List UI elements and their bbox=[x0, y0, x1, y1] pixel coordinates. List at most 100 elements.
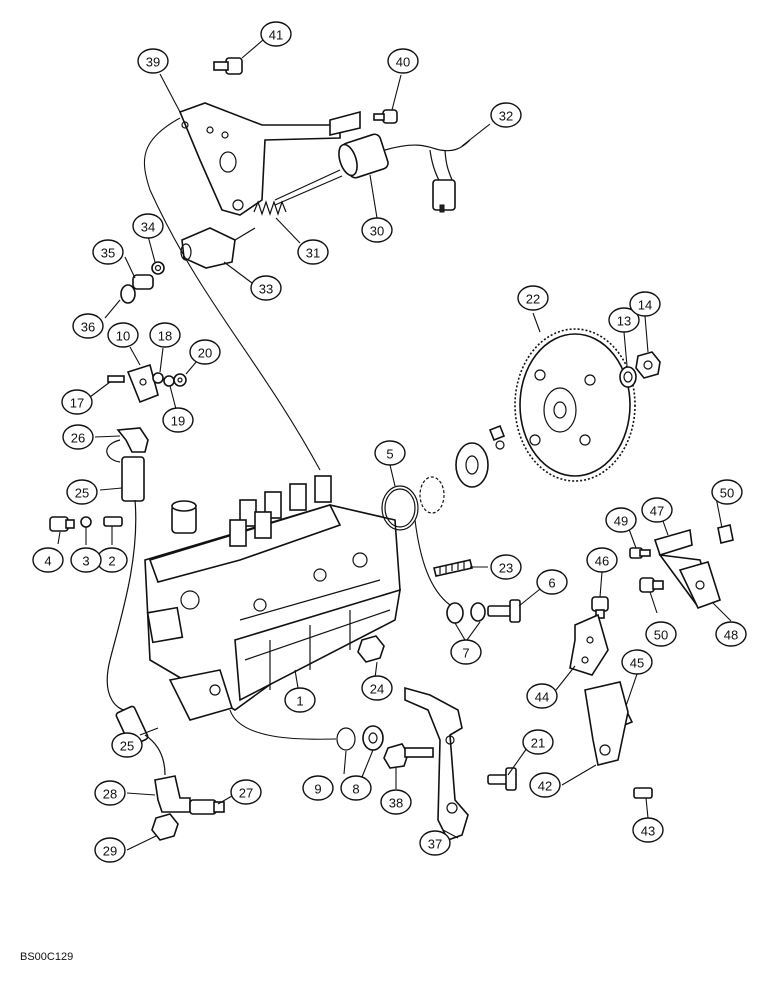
part-25-lower-line bbox=[106, 499, 166, 776]
callout-number: 39 bbox=[146, 55, 160, 70]
callout-3: 3 bbox=[70, 547, 102, 573]
callout-bubble bbox=[608, 307, 640, 333]
callout-number: 24 bbox=[370, 682, 384, 697]
callout-bubble bbox=[66, 479, 98, 505]
callout-39: 39 bbox=[137, 48, 169, 74]
callout-24: 24 bbox=[361, 675, 393, 701]
callout-23: 23 bbox=[490, 554, 522, 580]
callout-41: 41 bbox=[260, 21, 292, 47]
callout-bubble bbox=[621, 649, 653, 675]
part-33-clevis bbox=[180, 227, 256, 269]
callout-number: 9 bbox=[314, 782, 321, 797]
callout-number: 7 bbox=[462, 646, 469, 661]
part-5-oring bbox=[381, 485, 419, 531]
callout-number: 1 bbox=[296, 694, 303, 709]
callout-bubble bbox=[490, 102, 522, 128]
part-50-bolt-lower bbox=[639, 577, 664, 593]
callout-number: 19 bbox=[171, 414, 185, 429]
part-1-injection-pump bbox=[144, 475, 402, 721]
callout-number: 2 bbox=[108, 554, 115, 569]
callout-number: 28 bbox=[103, 787, 117, 802]
callout-26: 26 bbox=[62, 424, 94, 450]
callout-bubble bbox=[284, 687, 316, 713]
callout-bubble bbox=[641, 497, 673, 523]
part-8-washer bbox=[362, 725, 384, 751]
callout-number: 25 bbox=[75, 486, 89, 501]
part-22-drive-gear bbox=[514, 328, 636, 482]
callout-8: 8 bbox=[340, 775, 372, 801]
callout-25a: 25 bbox=[66, 479, 98, 505]
callout-44: 44 bbox=[526, 683, 558, 709]
callout-bubble bbox=[72, 313, 104, 339]
callout-number: 45 bbox=[630, 656, 644, 671]
callout-number: 14 bbox=[638, 298, 652, 313]
callout-number: 20 bbox=[198, 346, 212, 361]
callout-21: 21 bbox=[522, 729, 554, 755]
callout-number: 29 bbox=[103, 844, 117, 859]
callout-number: 43 bbox=[641, 824, 655, 839]
callout-bubble bbox=[536, 569, 568, 595]
callout-bubble bbox=[586, 547, 618, 573]
callout-10: 10 bbox=[107, 322, 139, 348]
part-32-connector bbox=[384, 139, 471, 213]
callout-bubble bbox=[526, 683, 558, 709]
part-43-screw bbox=[633, 787, 653, 799]
leader-lines bbox=[57, 39, 732, 851]
callout-number: 30 bbox=[370, 224, 384, 239]
callout-45: 45 bbox=[621, 649, 653, 675]
callout-50a: 50 bbox=[711, 479, 743, 505]
callout-number: 5 bbox=[386, 447, 393, 462]
part-48-bracket bbox=[678, 561, 721, 610]
callout-bubble bbox=[32, 547, 64, 573]
part-10-bracket bbox=[126, 363, 159, 404]
callout-bubble bbox=[529, 772, 561, 798]
part-21-bolt bbox=[487, 767, 517, 791]
part-38-nut bbox=[383, 743, 434, 769]
callout-number: 22 bbox=[526, 292, 540, 307]
callout-number: 41 bbox=[269, 28, 283, 43]
callout-number: 33 bbox=[259, 282, 273, 297]
callout-number: 50 bbox=[654, 628, 668, 643]
callout-number: 34 bbox=[141, 220, 155, 235]
callout-bubble bbox=[490, 554, 522, 580]
callout-31: 31 bbox=[297, 239, 329, 265]
part-14-nut bbox=[635, 351, 661, 379]
callout-bubble bbox=[361, 217, 393, 243]
part-49-bolt bbox=[629, 547, 651, 559]
callout-37: 37 bbox=[419, 830, 451, 856]
callout-number: 18 bbox=[158, 329, 172, 344]
callout-bubble bbox=[260, 21, 292, 47]
callout-number: 3 bbox=[82, 554, 89, 569]
callout-number: 50 bbox=[720, 486, 734, 501]
part-drawings bbox=[49, 57, 734, 841]
callout-18: 18 bbox=[149, 322, 181, 348]
callout-number: 31 bbox=[306, 246, 320, 261]
callout-25b: 25 bbox=[111, 732, 143, 758]
callout-13: 13 bbox=[608, 307, 640, 333]
callout-bubble bbox=[132, 213, 164, 239]
callout-32: 32 bbox=[490, 102, 522, 128]
callout-bubble bbox=[189, 339, 221, 365]
callout-number: 17 bbox=[70, 396, 84, 411]
callout-bubble bbox=[450, 639, 482, 665]
part-29-nut bbox=[151, 813, 179, 841]
callout-bubble bbox=[70, 547, 102, 573]
callout-42: 42 bbox=[529, 772, 561, 798]
callout-bubble bbox=[94, 837, 126, 863]
callout-35: 35 bbox=[92, 239, 124, 265]
callout-bubble bbox=[632, 817, 664, 843]
callout-bubble bbox=[522, 729, 554, 755]
callout-bubble bbox=[162, 407, 194, 433]
part-18-washer bbox=[152, 372, 164, 384]
callout-bubble bbox=[61, 389, 93, 415]
callout-bubble bbox=[250, 275, 282, 301]
part-20-nut bbox=[173, 373, 187, 387]
callout-bubble bbox=[137, 48, 169, 74]
callout-bubble bbox=[645, 621, 677, 647]
callout-30: 30 bbox=[361, 217, 393, 243]
callout-number: 6 bbox=[548, 576, 555, 591]
callout-bubble bbox=[62, 424, 94, 450]
callout-bubble bbox=[302, 775, 334, 801]
callout-number: 4 bbox=[44, 554, 51, 569]
